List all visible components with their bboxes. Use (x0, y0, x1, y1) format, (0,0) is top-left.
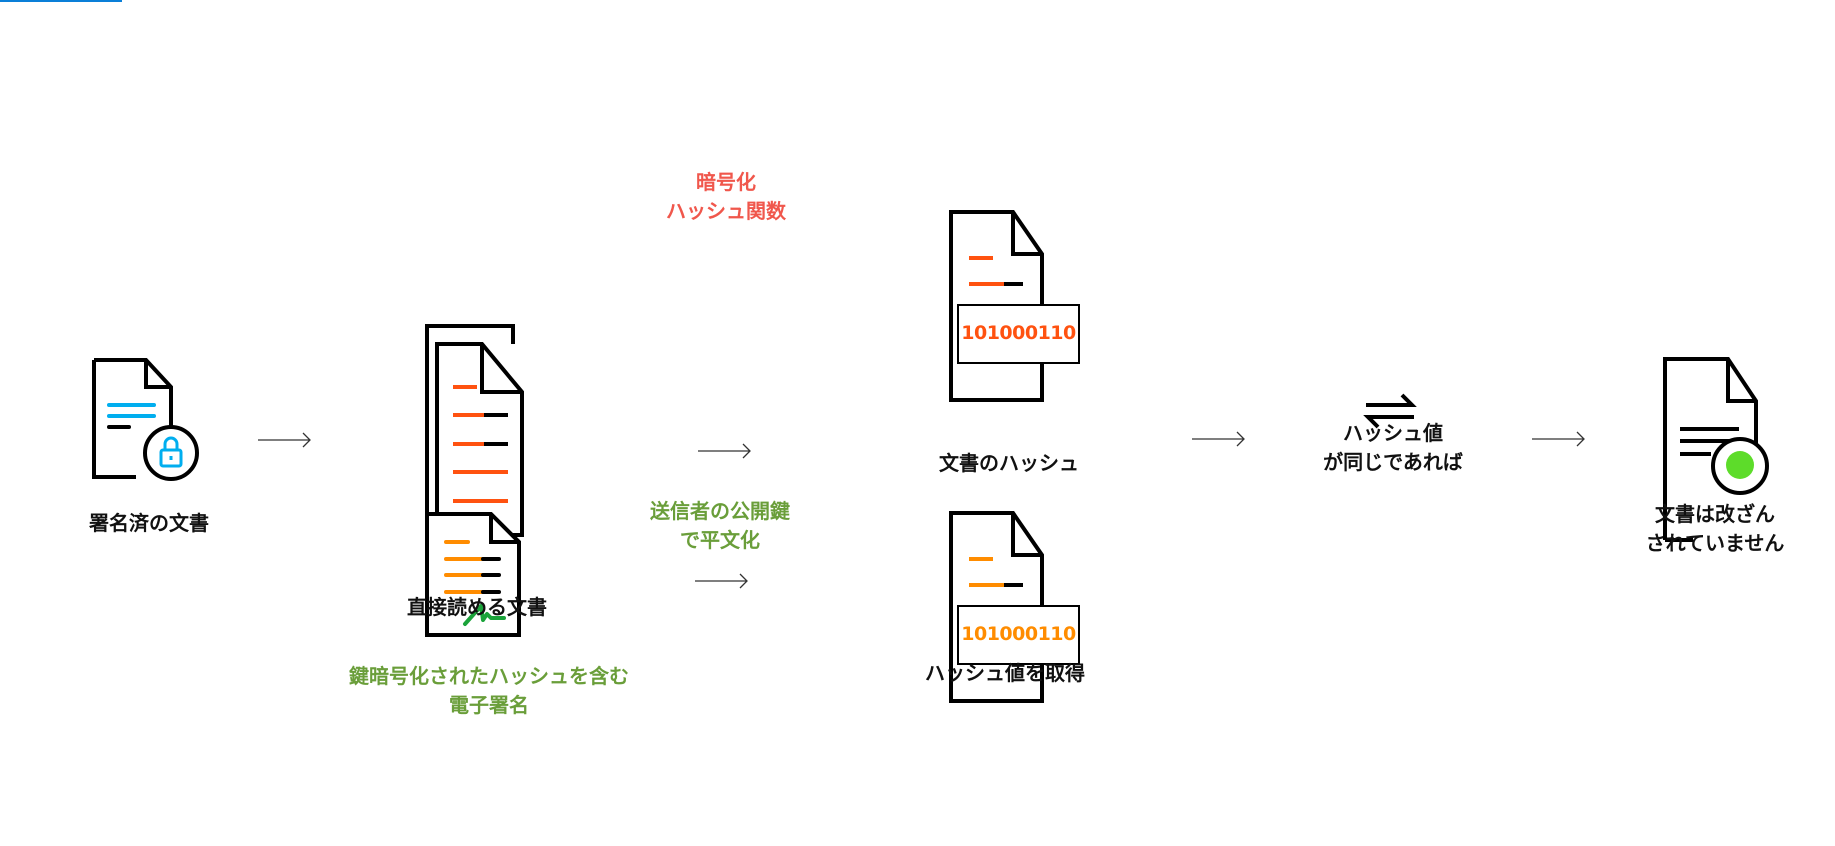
label-line: が同じであれば (1323, 450, 1463, 474)
label-line: で平文化 (680, 528, 760, 552)
document-icon (949, 210, 1080, 402)
arrow-right-icon (698, 443, 751, 459)
signed-document-lock-icon (92, 358, 199, 481)
signature-label: 鍵暗号化されたハッシュを含む 電子署名 (349, 662, 629, 720)
label-line: 電子署名 (449, 693, 529, 717)
arrow-right-icon (258, 432, 311, 448)
arrow-right-icon (695, 573, 748, 589)
compare-label: ハッシュ値 が同じであれば (1323, 419, 1463, 477)
hash-function-label: 暗号化 ハッシュ関数 (666, 168, 786, 226)
readable-document-label: 直接読める文書 (407, 595, 547, 619)
label-line: 鍵暗号化されたハッシュを含む (349, 664, 629, 688)
label-line: 送信者の公開鍵 (650, 499, 790, 523)
decrypt-label: 送信者の公開鍵 で平文化 (650, 497, 790, 555)
document-icon (949, 511, 1080, 703)
label-line: 暗号化 (696, 170, 756, 194)
readable-document-icon (425, 324, 524, 537)
hash-value: 101000110 (961, 623, 1076, 645)
top-accent-bar (0, 0, 122, 2)
signed-document-label: 署名済の文書 (89, 511, 209, 535)
exchange-arrows-icon (1363, 393, 1417, 429)
ok-status-icon (1711, 437, 1769, 495)
arrow-right-icon (1192, 431, 1245, 447)
label-line: されていません (1645, 531, 1785, 555)
obtained-hash-icon: 101000110 (949, 511, 1081, 706)
hash-value: 101000110 (961, 322, 1076, 344)
arrow-right-icon (1532, 431, 1585, 447)
label-line: ハッシュ関数 (666, 199, 786, 223)
obtained-hash-label: ハッシュ値を取得 (925, 661, 1085, 685)
signature-document-icon (425, 512, 521, 637)
label-line: ハッシュ値 (1343, 421, 1443, 445)
verified-document-icon (1663, 357, 1758, 542)
result-label: 文書は改ざん されていません (1646, 500, 1785, 558)
document-hash-label: 文書のハッシュ (939, 451, 1079, 475)
label-line: 文書は改ざん (1655, 502, 1775, 526)
document-hash-icon: 101000110 (949, 210, 1081, 405)
